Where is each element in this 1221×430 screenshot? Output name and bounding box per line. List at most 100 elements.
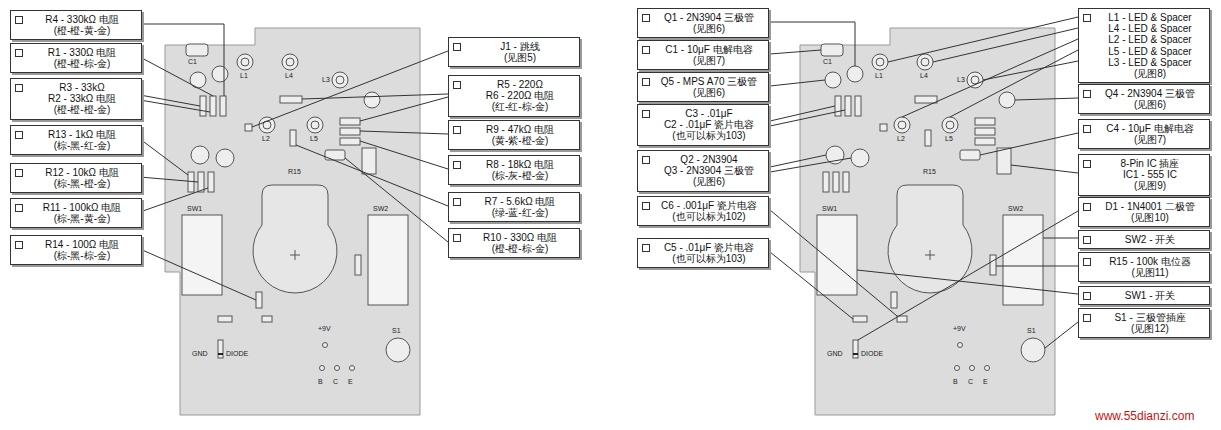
- silkscreen-label: SW1: [187, 205, 202, 213]
- silkscreen-label: DIODE: [226, 350, 248, 358]
- checkbox-symbol: [15, 131, 23, 139]
- callout-box: R11 - 100kΩ 电阻(棕-黑-黄-金): [10, 198, 142, 228]
- checkbox-symbol: [1083, 125, 1091, 133]
- silkscreen-label: L1: [875, 72, 883, 80]
- checkbox-symbol: [1083, 203, 1091, 211]
- part-text: Q1 - 2N3904 三极管: [653, 12, 765, 23]
- checkbox-symbol: [15, 16, 23, 24]
- part-text: S1 - 三极管插座: [1094, 312, 1206, 323]
- callout-box: R7 - 5.6kΩ 电阻(绿-蓝-红-金): [448, 192, 580, 222]
- part-note: (见图7): [1094, 134, 1206, 145]
- callout-box: R1 - 330Ω 电阻(橙-橙-棕-金): [10, 43, 142, 73]
- checkbox-symbol: [642, 156, 650, 164]
- checkbox-symbol: [1083, 90, 1091, 98]
- part-text: R9 - 47kΩ 电阻: [464, 124, 576, 135]
- part-text: D1 - 1N4001 二极管: [1094, 201, 1206, 212]
- part-text: Q4 - 2N3904 三极管: [1094, 88, 1206, 99]
- part-note: (橙-橙-橙-金): [26, 104, 138, 115]
- callout-box: R4 - 330kΩ 电阻(橙-橙-黄-金): [10, 10, 142, 40]
- part-note: (棕-灰-橙-金): [464, 170, 576, 181]
- checkbox-symbol: [1083, 14, 1091, 22]
- callout-box: Q2 - 2N3904Q3 - 2N3904 三极管(见图6): [637, 150, 769, 192]
- callout-box: Q1 - 2N3904 三极管(见图6): [637, 8, 769, 38]
- silkscreen-label: B: [953, 378, 958, 386]
- callout-box: J1 - 跳线(见图5): [448, 37, 580, 67]
- checkbox-symbol: [453, 43, 461, 51]
- checkbox-symbol: [642, 244, 650, 252]
- part-note: (棕-黑-红-金): [26, 140, 138, 151]
- part-note: C2 - .01μF 瓷片电容: [653, 119, 765, 130]
- silkscreen-label: E: [348, 378, 353, 386]
- checkbox-symbol: [453, 161, 461, 169]
- checkbox-symbol: [642, 14, 650, 22]
- part-text: R11 - 100kΩ 电阻: [26, 202, 138, 213]
- part-note: (见图6): [1094, 99, 1206, 110]
- part-note: Q3 - 2N3904 三极管: [653, 165, 765, 176]
- part-note: (橙-橙-棕-金): [464, 243, 576, 254]
- part-text: SW1 - 开关: [1094, 290, 1206, 301]
- callout-box: R14 - 100Ω 电阻(棕-黑-棕-金): [10, 235, 142, 265]
- checkbox-symbol: [1083, 292, 1091, 300]
- part-note: (见图11): [1094, 267, 1206, 278]
- checkbox-symbol: [453, 81, 461, 89]
- callout-box: Q4 - 2N3904 三极管(见图6): [1078, 84, 1210, 114]
- callout-box: R10 - 330Ω 电阻(橙-橙-棕-金): [448, 228, 580, 258]
- checkbox-symbol: [1083, 314, 1091, 322]
- callout-box: C1 - 10μF 电解电容(见图7): [637, 40, 769, 70]
- part-note: (见图10): [1094, 212, 1206, 223]
- part-text: R4 - 330kΩ 电阻: [26, 14, 138, 25]
- checkbox-symbol: [642, 110, 650, 118]
- callout-box: C6 - .001μF 瓷片电容(也可以标为102): [637, 196, 769, 226]
- silkscreen-label: S1: [1027, 327, 1036, 335]
- part-note: R2 - 33kΩ 电阻: [26, 93, 138, 104]
- part-note: (红-红-棕-金): [464, 101, 576, 112]
- checkbox-symbol: [15, 84, 23, 92]
- silkscreen-label: R15: [288, 168, 301, 176]
- pcb-board-right: [800, 28, 1055, 415]
- part-note: (见图12): [1094, 323, 1206, 334]
- pcb-board-left: [165, 28, 420, 415]
- part-note: L5 - LED & Spacer: [1094, 46, 1206, 57]
- part-text: C4 - 10μF 电解电容: [1094, 123, 1206, 134]
- silkscreen-label: L1: [240, 72, 248, 80]
- silkscreen-label: C1: [823, 58, 832, 66]
- part-note: (也可以标为103): [653, 130, 765, 141]
- part-note: (见图6): [653, 87, 765, 98]
- part-note: (绿-蓝-红-金): [464, 207, 576, 218]
- checkbox-symbol: [453, 234, 461, 242]
- checkbox-symbol: [1083, 258, 1091, 266]
- callout-box: D1 - 1N4001 二极管(见图10): [1078, 197, 1210, 227]
- part-note: (见图7): [653, 55, 765, 66]
- silkscreen-label: L3: [957, 76, 965, 84]
- checkbox-symbol: [1083, 160, 1091, 168]
- part-note: (也可以标为102): [653, 211, 765, 222]
- checkbox-symbol: [453, 198, 461, 206]
- silkscreen-label: C1: [188, 58, 197, 66]
- callout-box: R9 - 47kΩ 电阻(黄-紫-橙-金): [448, 120, 580, 150]
- checkbox-symbol: [15, 241, 23, 249]
- silkscreen-label: GND: [192, 350, 208, 358]
- silkscreen-label: SW1: [822, 205, 837, 213]
- checkbox-symbol: [1083, 236, 1091, 244]
- part-text: R14 - 100Ω 电阻: [26, 239, 138, 250]
- callout-box: Q5 - MPS A70 三极管(见图6): [637, 72, 769, 102]
- part-note: (黄-紫-橙-金): [464, 135, 576, 146]
- callout-box: R3 - 33kΩR2 - 33kΩ 电阻(橙-橙-橙-金): [10, 78, 142, 120]
- part-text: R15 - 100k 电位器: [1094, 256, 1206, 267]
- callout-box: 8-Pin IC 插座IC1 - 555 IC(见图9): [1078, 154, 1210, 196]
- part-note: (橙-橙-黄-金): [26, 25, 138, 36]
- silkscreen-label: L5: [945, 135, 953, 143]
- part-text: Q5 - MPS A70 三极管: [653, 76, 765, 87]
- part-text: R12 - 10kΩ 电阻: [26, 167, 138, 178]
- part-note: (棕-黑-棕-金): [26, 250, 138, 261]
- silkscreen-label: SW2: [1008, 205, 1023, 213]
- silkscreen-label: L3: [322, 76, 330, 84]
- part-text: R10 - 330Ω 电阻: [464, 232, 576, 243]
- part-text: SW2 - 开关: [1094, 234, 1206, 245]
- checkbox-symbol: [15, 204, 23, 212]
- silkscreen-label: L4: [285, 72, 293, 80]
- part-note: L3 - LED & Spacer: [1094, 57, 1206, 68]
- part-note: (棕-黑-黄-金): [26, 213, 138, 224]
- callout-box: C3 - .01μFC2 - .01μF 瓷片电容(也可以标为103): [637, 104, 769, 146]
